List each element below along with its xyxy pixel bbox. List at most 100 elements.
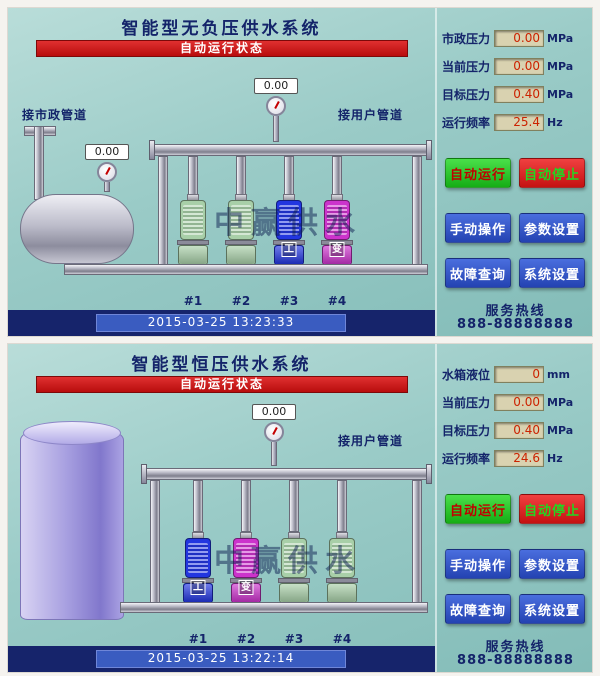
right-riser-pipe (412, 156, 422, 268)
pump-motor (180, 200, 206, 240)
reading-label: 当前压力 (442, 396, 491, 410)
fault-query-button[interactable]: 故障查询 (445, 258, 511, 288)
pump-unit-2 (221, 194, 261, 271)
pump-label-3: #3 (279, 294, 299, 308)
reading-value: 0.00 (494, 394, 544, 411)
pump1-drop-pipe (188, 156, 198, 196)
bottom-strip: 2015-03-25 13:22:14 (8, 646, 435, 672)
pump-motor (185, 538, 211, 578)
pump-flange (177, 240, 209, 245)
auto-stop-button[interactable]: 自动停止 (519, 158, 585, 188)
system-settings-button[interactable]: 系统设置 (519, 258, 585, 288)
pump-unit-1: 工 (178, 532, 218, 609)
main-header-pipe (146, 468, 428, 480)
reading-label: 目标压力 (442, 424, 491, 438)
pump-unit-3 (274, 532, 314, 609)
pump-motor (276, 200, 302, 240)
main-gauge-readout: 0.00 (254, 78, 298, 94)
main-pressure-gauge: 0.00 (252, 404, 296, 466)
pump-mode-badge: 工 (190, 580, 206, 595)
pump-unit-4 (322, 532, 362, 609)
parameter-settings-button[interactable]: 参数设置 (519, 549, 585, 579)
hotline-label: 服务热线 (485, 304, 546, 319)
pump-label-2: #2 (231, 294, 251, 308)
hotline-number: 888-88888888 (457, 317, 574, 332)
reading-unit: Hz (547, 452, 563, 465)
pump2-drop-pipe (236, 156, 246, 196)
manual-operation-button[interactable]: 手动操作 (445, 549, 511, 579)
pipe-flange-right (426, 464, 432, 484)
pump-motor (324, 200, 350, 240)
tank-pressure-gauge: 0.00 (85, 144, 129, 192)
pump-unit-3: 工 (269, 194, 309, 271)
auto-stop-button[interactable]: 自动停止 (519, 494, 585, 524)
pump-unit-1 (173, 194, 213, 271)
tank-gauge-readout: 0.00 (85, 144, 129, 160)
reading-value: 25.4 (494, 114, 544, 131)
reading-label: 市政压力 (442, 32, 491, 46)
pump-label-4: #4 (327, 294, 347, 308)
status-banner: 自动运行状态 (36, 376, 408, 393)
main-gauge-stem (273, 116, 279, 142)
pump-cap (192, 532, 204, 538)
manual-operation-button[interactable]: 手动操作 (445, 213, 511, 243)
pump-cap (336, 532, 348, 538)
main-pressure-gauge: 0.00 (254, 78, 298, 142)
reading-label: 目标压力 (442, 88, 491, 102)
pump-volute (327, 583, 357, 603)
reading-unit: Hz (547, 116, 563, 129)
page-title: 智能型恒压供水系统 (131, 355, 312, 375)
fault-query-button[interactable]: 故障查询 (445, 594, 511, 624)
pump4-drop-pipe (332, 156, 342, 196)
main-header-pipe (154, 144, 428, 156)
pump-volute (226, 245, 256, 265)
pump-cap (240, 532, 252, 538)
pump3-drop-pipe (284, 156, 294, 196)
pump-volute (279, 583, 309, 603)
main-gauge-readout: 0.00 (252, 404, 296, 420)
parameter-settings-button[interactable]: 参数设置 (519, 213, 585, 243)
hmi-panel-nonnegative-pressure: 智能型无负压供水系统 自动运行状态 接市政管道 接用户管道 0.00 0.00 (8, 8, 592, 336)
reading-unit: MPa (547, 32, 574, 45)
pump-unit-2: 变 (226, 532, 266, 609)
timestamp: 2015-03-25 13:22:14 (96, 650, 346, 668)
page-title: 智能型无负压供水系统 (121, 19, 322, 39)
pump3-drop-pipe (289, 480, 299, 532)
hotline-label: 服务热线 (485, 640, 546, 655)
inlet-pipe-label: 接市政管道 (22, 108, 88, 122)
pump-motor (233, 538, 259, 578)
pump-mode-badge: 工 (281, 242, 297, 257)
pump-unit-4: 变 (317, 194, 357, 271)
reading-value: 0.40 (494, 422, 544, 439)
suction-manifold-pipe (64, 264, 428, 275)
tank-gauge-stem (104, 182, 110, 192)
reading-value: 0 (494, 366, 544, 383)
pump-mode-badge: 变 (238, 580, 254, 595)
reading-unit: mm (547, 368, 570, 381)
pump-cap (331, 194, 343, 200)
tank-gauge-dial-icon (97, 162, 117, 182)
pipe-flange-left (141, 464, 147, 484)
status-banner: 自动运行状态 (36, 40, 408, 57)
auto-run-button[interactable]: 自动运行 (445, 494, 511, 524)
pump-cap (187, 194, 199, 200)
pump-motor (329, 538, 355, 578)
hotline-number: 888-88888888 (457, 653, 574, 668)
pump-motor (281, 538, 307, 578)
pump-cap (235, 194, 247, 200)
left-riser-pipe (150, 480, 160, 606)
pump-motor (228, 200, 254, 240)
suction-manifold-pipe (120, 602, 428, 613)
system-settings-button[interactable]: 系统设置 (519, 594, 585, 624)
pressure-tank (20, 194, 134, 264)
auto-run-button[interactable]: 自动运行 (445, 158, 511, 188)
reading-label: 当前压力 (442, 60, 491, 74)
pump2-drop-pipe (241, 480, 251, 532)
outlet-pipe-label: 接用户管道 (338, 434, 404, 448)
